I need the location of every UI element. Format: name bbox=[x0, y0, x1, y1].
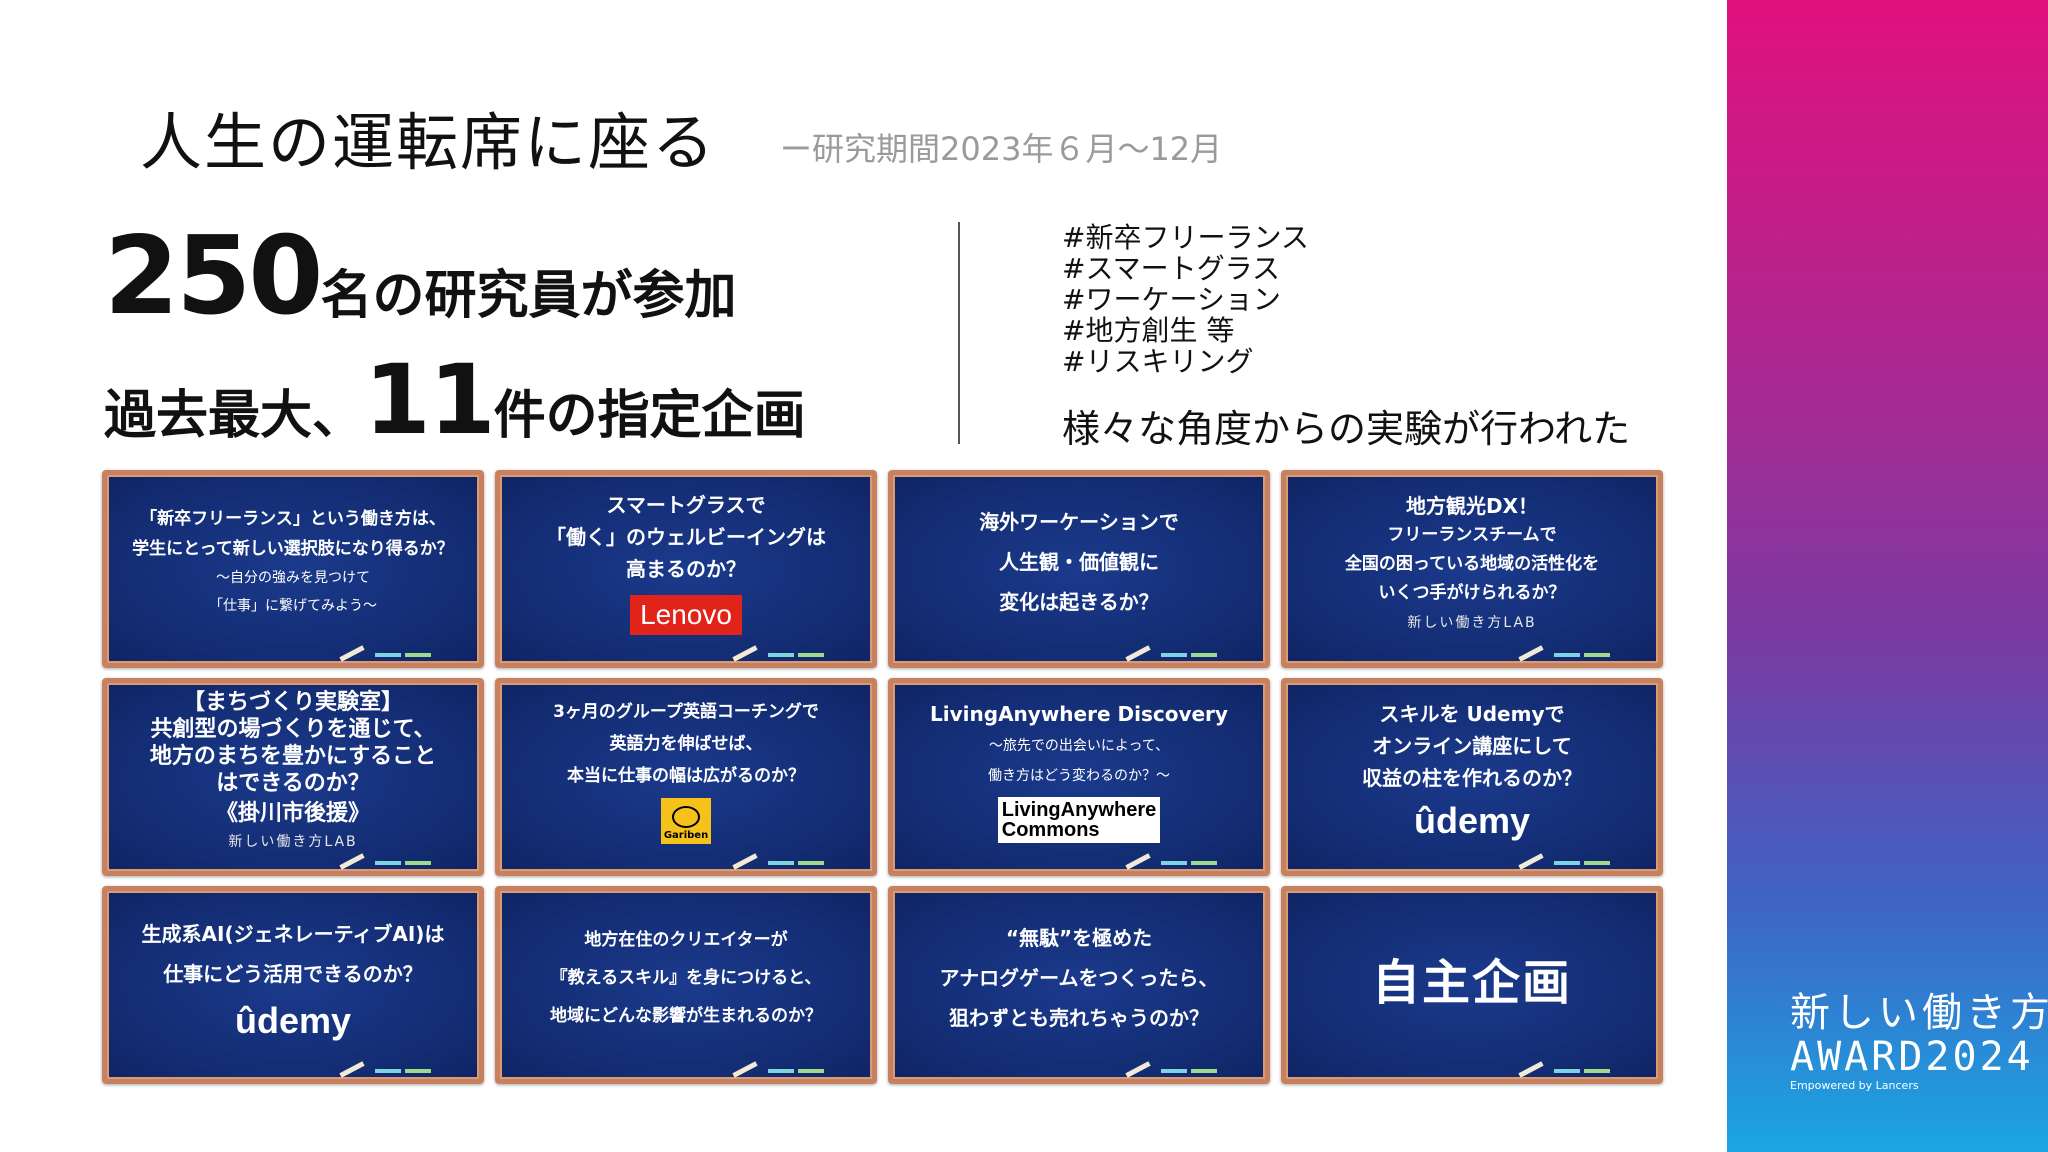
board-line: 生成系AI(ジェネレーティブAI)は bbox=[141, 922, 445, 946]
board-line: 人生観・価値観に bbox=[999, 550, 1159, 574]
projects-text: 件の指定企画 bbox=[493, 386, 806, 446]
udemy-logo-text: ûdemy bbox=[1413, 800, 1531, 841]
chalk-ledge bbox=[732, 1061, 832, 1078]
board-line: 地域にどんな影響が生まれるのか？ bbox=[550, 1006, 822, 1026]
hashtag: #新卒フリーランス bbox=[1062, 221, 1309, 254]
researchers-number: 250 bbox=[104, 214, 323, 339]
researchers-text: 名の研究員が参加 bbox=[320, 266, 737, 326]
page-title: 人生の運転席に座る bbox=[140, 106, 717, 179]
gariben-face-icon bbox=[672, 806, 700, 828]
board-line: LivingAnywhere Discovery bbox=[930, 702, 1228, 726]
living-anywhere-commons-logo: LivingAnywhere Commons bbox=[997, 797, 1161, 843]
hashtag-list: #新卒フリーランス #スマートグラス #ワーケーション #地方創生 等 #リスキ… bbox=[1062, 222, 1309, 377]
chalk-ledge bbox=[339, 853, 439, 870]
chalk-ledge bbox=[339, 645, 439, 662]
award-logo-line1: 新しい働き方 bbox=[1790, 990, 2048, 1036]
board-line: 「働く」のウェルビーイングは bbox=[546, 525, 826, 549]
board-line: スマートグラスで bbox=[606, 493, 766, 517]
udemy-logo: ûdemy bbox=[235, 1000, 351, 1042]
board-line: 地方在住のクリエイターが bbox=[584, 930, 788, 950]
hashtag: #リスキリング bbox=[1062, 345, 1254, 378]
board-line: いくつ手がけられるか？ bbox=[1378, 583, 1566, 603]
chalk-ledge bbox=[732, 853, 832, 870]
summary-text: 様々な角度からの実験が行われた bbox=[1062, 407, 1631, 451]
board-subline: 働き方はどう変わるのか？～ bbox=[988, 768, 1170, 784]
board-line: 共創型の場づくりを通じて、 bbox=[150, 717, 436, 742]
udemy-logo: ûdemy bbox=[1414, 800, 1530, 842]
board-subline: ～旅先での出会いによって、 bbox=[988, 738, 1170, 754]
vertical-divider bbox=[958, 222, 960, 444]
board-line: 英語力を伸ばせば、 bbox=[609, 734, 763, 754]
project-board-english-coaching: 3ヶ月のグループ英語コーチングで 英語力を伸ばせば、 本当に仕事の幅は広がるのか… bbox=[495, 678, 877, 876]
board-line: フリーランスチームで bbox=[1387, 525, 1557, 545]
board-subline: ～自分の強みを見つけて bbox=[216, 570, 370, 586]
udemy-logo-text: ûdemy bbox=[234, 1000, 352, 1041]
brand-gradient-band bbox=[1727, 0, 2048, 1152]
board-line: アナログゲームをつくったら、 bbox=[939, 966, 1219, 990]
chalk-ledge bbox=[1518, 645, 1618, 662]
board-line: 変化は起きるか？ bbox=[999, 590, 1159, 614]
board-line: 海外ワーケーションで bbox=[979, 510, 1179, 534]
project-board-analog-game: “無駄”を極めた アナログゲームをつくったら、 狙わずとも売れちゃうのか？ bbox=[888, 886, 1270, 1084]
board-line: スキルを Udemyで bbox=[1379, 702, 1565, 726]
chalk-ledge bbox=[339, 1061, 439, 1078]
project-board-living-anywhere: LivingAnywhere Discovery ～旅先での出会いによって、 働… bbox=[888, 678, 1270, 876]
chalk-ledge bbox=[1518, 853, 1618, 870]
project-board-independent: 自主企画 bbox=[1281, 886, 1663, 1084]
research-period: ー研究期間2023年６月～12月 bbox=[780, 130, 1223, 168]
board-line: 高まるのか？ bbox=[626, 557, 746, 581]
board-line: 狙わずとも売れちゃうのか？ bbox=[949, 1006, 1209, 1030]
project-board-new-grad-freelance: 「新卒フリーランス」という働き方は、 学生にとって新しい選択肢になり得るか？ ～… bbox=[102, 470, 484, 668]
labs-logo: 新しい働き方LAB bbox=[228, 834, 358, 850]
board-line: “無駄”を極めた bbox=[1005, 926, 1153, 950]
board-line: はできるのか？ bbox=[216, 771, 370, 796]
board-line: 仕事にどう活用できるのか？ bbox=[163, 962, 423, 986]
board-line: 3ヶ月のグループ英語コーチングで bbox=[553, 702, 819, 722]
logo-line: Commons bbox=[1001, 819, 1100, 841]
projects-prefix: 過去最大、 bbox=[104, 386, 365, 446]
project-board-tourism-dx: 地方観光DX！ フリーランスチームで 全国の困っている地域の活性化を いくつ手が… bbox=[1281, 470, 1663, 668]
award-logo-tagline: Empowered by Lancers bbox=[1790, 1079, 1919, 1092]
chalk-ledge bbox=[732, 645, 832, 662]
researchers-stat: 250名の研究員が参加 bbox=[104, 214, 736, 339]
board-line: 【まちづくり実験室】 bbox=[182, 690, 403, 715]
lenovo-logo: Lenovo bbox=[630, 595, 742, 635]
award-logo: 新しい働き方 AWARD2024 Empowered by Lancers bbox=[1790, 990, 2048, 1094]
board-line: 全国の困っている地域の活性化を bbox=[1344, 554, 1600, 574]
project-board-generative-ai: 生成系AI(ジェネレーティブAI)は 仕事にどう活用できるのか？ ûdemy bbox=[102, 886, 484, 1084]
board-line: 収益の柱を作れるのか？ bbox=[1362, 766, 1582, 790]
project-board-town-planning: 【まちづくり実験室】 共創型の場づくりを通じて、 地方のまちを豊かにすること は… bbox=[102, 678, 484, 876]
hashtag: #スマートグラス bbox=[1062, 252, 1281, 285]
project-board-local-creators: 地方在住のクリエイターが 『教えるスキル』を身につけると、 地域にどんな影響が生… bbox=[495, 886, 877, 1084]
board-line: 地方観光DX！ bbox=[1405, 494, 1539, 518]
chalk-ledge bbox=[1518, 1061, 1618, 1078]
labs-logo: 新しい働き方LAB bbox=[1407, 615, 1537, 631]
board-line: 『教えるスキル』を身につけると、 bbox=[550, 968, 822, 988]
board-line: 本当に仕事の幅は広がるのか？ bbox=[567, 766, 805, 786]
project-board-workation: 海外ワーケーションで 人生観・価値観に 変化は起きるか？ bbox=[888, 470, 1270, 668]
board-line: 学生にとって新しい選択肢になり得るか？ bbox=[132, 539, 454, 559]
project-board-udemy-course: スキルを Udemyで オンライン講座にして 収益の柱を作れるのか？ ûdemy bbox=[1281, 678, 1663, 876]
chalk-ledge bbox=[1125, 853, 1225, 870]
board-line: 「新卒フリーランス」という働き方は、 bbox=[140, 509, 446, 529]
independent-project-label: 自主企画 bbox=[1371, 955, 1572, 1011]
board-line: 《掛川市後援》 bbox=[215, 801, 370, 826]
chalk-ledge bbox=[1125, 1061, 1225, 1078]
projects-number: 11 bbox=[364, 344, 496, 456]
hashtag: #ワーケーション bbox=[1062, 283, 1281, 316]
gariben-logo-text: Gariben bbox=[663, 830, 709, 841]
award-logo-line2: AWARD2024 bbox=[1790, 1034, 2034, 1080]
board-line: オンライン講座にして bbox=[1372, 734, 1572, 758]
board-subline: 「仕事」に繋げてみよう～ bbox=[209, 598, 377, 614]
board-line: 地方のまちを豊かにすること bbox=[149, 744, 437, 769]
project-board-smart-glasses: スマートグラスで 「働く」のウェルビーイングは 高まるのか？ Lenovo bbox=[495, 470, 877, 668]
hashtag: #地方創生 等 bbox=[1062, 314, 1235, 347]
logo-line: LivingAnywhere bbox=[1001, 799, 1157, 821]
chalk-ledge bbox=[1125, 645, 1225, 662]
projects-stat: 過去最大、11件の指定企画 bbox=[104, 344, 806, 456]
gariben-logo: Gariben bbox=[661, 798, 711, 844]
